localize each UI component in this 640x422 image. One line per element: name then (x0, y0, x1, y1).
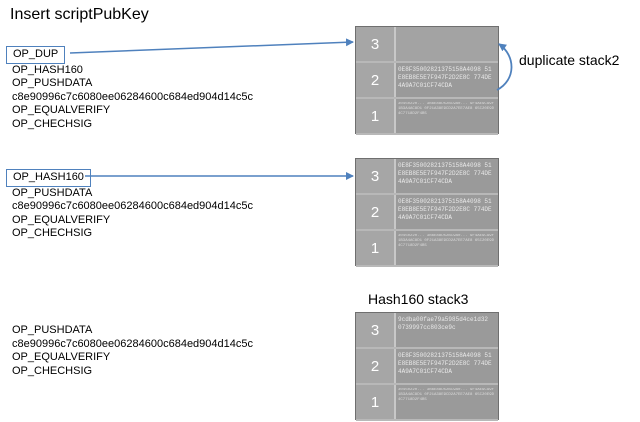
op-item: c8e90996c7c6080ee06284600c684ed904d14c5c (12, 90, 254, 103)
slot-index: 1 (356, 231, 396, 265)
op-item: OP_PUSHDATA (12, 324, 93, 336)
script-ops-panel3: OP_PUSHDATA c8e90996c7c6080ee06284600c68… (12, 324, 253, 378)
stack-slot-2: 2 0E8F35002821375158A4098 51E8EB8E5E7F94… (356, 349, 498, 385)
op-item: OP_CHECHSIG (12, 364, 93, 377)
slot-index: 1 (356, 99, 396, 133)
script-ops-panel1: OP_DUP OP_HASH160 OP_PUSHDATA c8e90996c7… (6, 46, 254, 131)
slot-index: 2 (356, 63, 396, 97)
op-item: c8e90996c7c6080ee06284600c684ed904d14c5c (12, 337, 254, 350)
op-item: OP_EQUALVERIFY (12, 104, 111, 116)
slot-value: 9cdba00fae79a5985d4ce1d32 0739997cc803ce… (398, 316, 489, 331)
slot-value: 0E8F35002821375158A4098 51E8EB8E5E7F947F… (398, 352, 492, 375)
slot-index: 3 (356, 159, 396, 193)
slot-index: 1 (356, 385, 396, 419)
op-dup-highlight: OP_DUP (6, 46, 66, 64)
stack-slot-3: 3 0E8F35002821375158A4098 51E8EB8E5E7F94… (356, 159, 498, 195)
stack-panel3: 3 9cdba00fae79a5985d4ce1d32 0739997cc803… (355, 312, 499, 421)
op-item: OP_CHECHSIG (12, 227, 93, 239)
stack-panel1: 3 2 0E8F35002821375158A4098 51E8EB8E5E7F… (355, 26, 499, 135)
op-item: OP_EQUALVERIFY (12, 213, 111, 226)
arrow-duplicate-curve (496, 43, 513, 91)
slot-value: 0E8F35002821375158A4098 51E8EB8E5E7F947F… (398, 162, 492, 185)
slot-index: 2 (356, 195, 396, 229)
slot-index: 3 (356, 313, 396, 347)
op-item: OP_EQUALVERIFY (12, 351, 111, 363)
stack-panel2: 3 0E8F35002821375158A4098 51E8EB8E5E7F94… (355, 158, 499, 267)
op-item: OP_PUSHDATA (12, 186, 93, 199)
stack-slot-3: 3 (356, 27, 498, 63)
op-item: OP_PUSHDATA (12, 77, 93, 89)
duplicate-annotation: duplicate stack2 (519, 52, 620, 68)
stack-slot-1: 1 30450220... 3B6E88D52BC9A0... 9F4AE9C9… (356, 99, 498, 135)
script-ops-panel2: OP_HASH160 OP_PUSHDATA c8e90996c7c6080ee… (6, 169, 254, 241)
op-item: c8e90996c7c6080ee06284600c684ed904d14c5c (12, 200, 254, 212)
slot-value: 0E8F35002821375158A4098 51E8EB8E5E7F947F… (398, 198, 492, 221)
arrow-dup-to-slot3 (69, 38, 354, 54)
slot-value: 30450220... 3B6E88D52BC9A0... 9F4AE9C99F… (398, 102, 494, 116)
stack-slot-1: 1 30450220... 3B6E88D52BC9A0... 9F4AE9C9… (356, 385, 498, 421)
op-item: OP_CHECHSIG (12, 117, 93, 130)
slot-value-empty (396, 27, 498, 61)
slot-value: 30450220... 3B6E88D52BC9A0... 9F4AE9C99F… (398, 388, 494, 402)
panel3-heading: Hash160 stack3 (368, 291, 469, 307)
slot-index: 3 (356, 27, 396, 61)
stack-slot-2: 2 0E8F35002821375158A4098 51E8EB8E5E7F94… (356, 63, 498, 99)
slot-value: 0E8F35002821375158A4098 51E8EB8E5E7F947F… (398, 66, 492, 89)
slot-index: 2 (356, 349, 396, 383)
op-item: OP_HASH160 (12, 63, 83, 76)
op-hash160-highlight: OP_HASH160 (6, 169, 91, 187)
stack-slot-1: 1 30450220... 3B6E88D52BC9A0... 9F4AE9C9… (356, 231, 498, 267)
stack-slot-3: 3 9cdba00fae79a5985d4ce1d32 0739997cc803… (356, 313, 498, 349)
diagram-title: Insert scriptPubKey (10, 6, 149, 23)
stack-slot-2: 2 0E8F35002821375158A4098 51E8EB8E5E7F94… (356, 195, 498, 231)
slot-value: 30450220... 3B6E88D52BC9A0... 9F4AE9C99F… (398, 234, 494, 248)
